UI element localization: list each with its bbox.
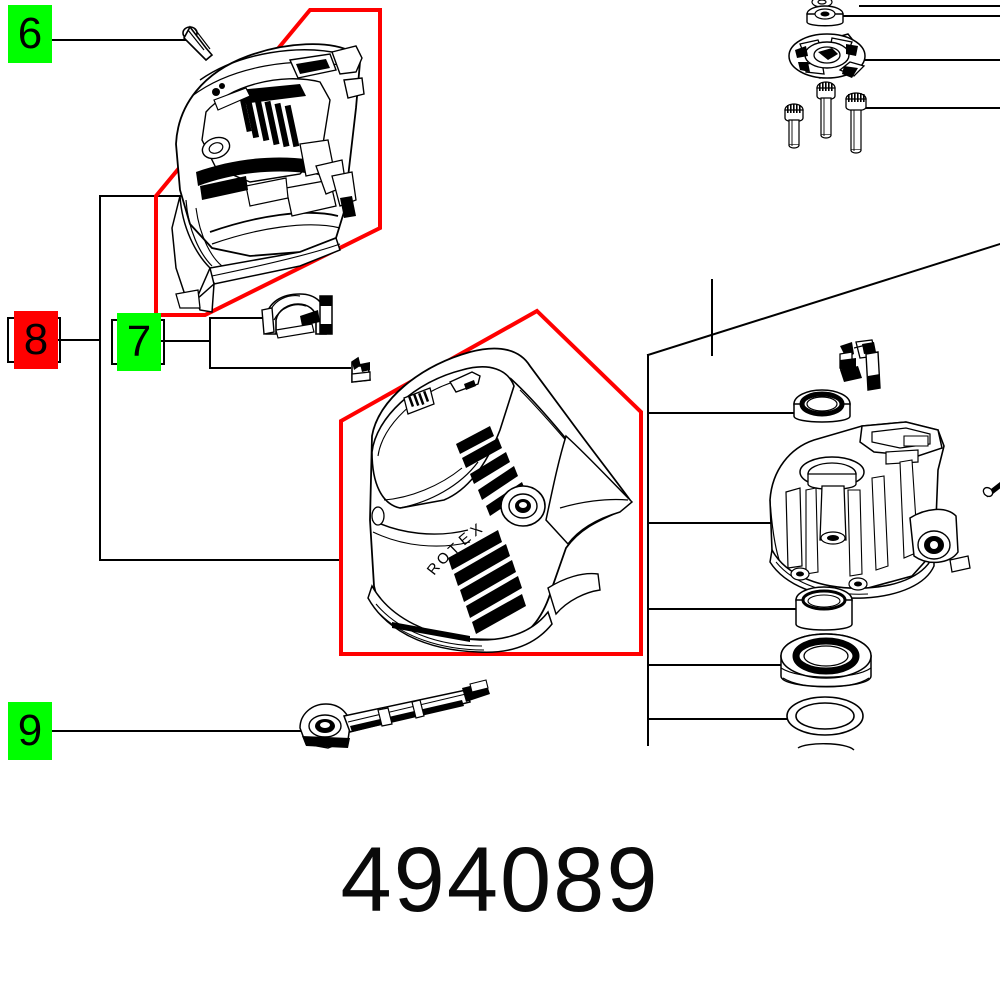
bearing-ring-top <box>793 389 851 423</box>
callout-8[interactable]: 8 <box>14 311 58 369</box>
wire-clip <box>839 339 881 391</box>
leader-lines-left <box>51 39 351 732</box>
callout-7[interactable]: 7 <box>117 313 161 371</box>
gear-housing-body <box>769 421 971 599</box>
small-retaining-clip <box>351 356 371 383</box>
star-disc <box>788 33 866 79</box>
leader-lines-right <box>646 5 1000 746</box>
eccentric-shaft-assembly <box>299 679 490 749</box>
screw-long <box>845 92 867 154</box>
callout-9-label: 9 <box>17 706 43 755</box>
callout-6-label: 6 <box>17 9 43 58</box>
shim-ring <box>786 696 864 736</box>
part-number: 494089 <box>340 829 660 931</box>
small-pin <box>982 482 1000 498</box>
bearing-sleeve <box>795 586 853 631</box>
spring-clip-bracket <box>261 293 333 339</box>
callout-6[interactable]: 6 <box>8 5 52 63</box>
screw-medium <box>816 81 836 139</box>
highlight-upper-housing <box>154 8 382 317</box>
hex-bolt-top <box>182 25 214 62</box>
callout-8-label: 8 <box>23 315 49 364</box>
ball-bearing <box>780 633 872 688</box>
lock-washer <box>811 0 833 8</box>
screw-short <box>784 103 804 149</box>
partial-ring-bottom <box>797 743 855 751</box>
callout-9[interactable]: 9 <box>8 702 52 760</box>
highlight-lower-housing <box>339 308 643 656</box>
leader-trunk-diagonal <box>646 242 1000 357</box>
callout-7-label: 7 <box>126 317 152 366</box>
lower-motor-housing: R O T E X <box>367 347 634 653</box>
upper-gear-housing <box>171 43 365 313</box>
nut-cap <box>806 5 844 27</box>
